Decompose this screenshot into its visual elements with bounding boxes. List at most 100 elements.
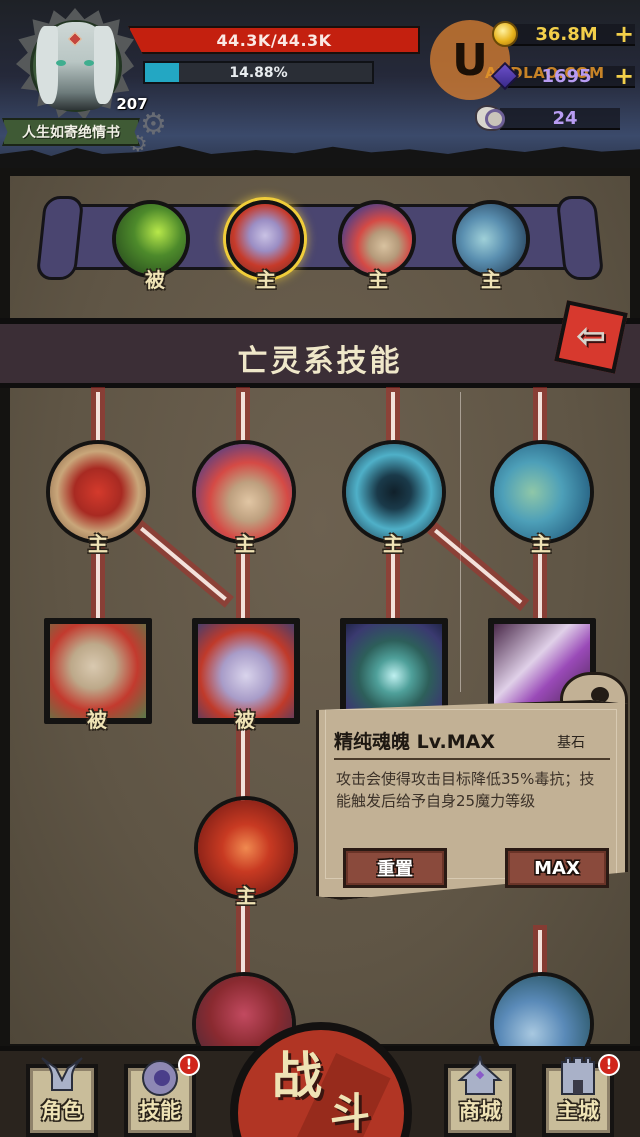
main-city-alert-badge: !: [598, 1054, 620, 1076]
tree-link: [241, 548, 245, 620]
blood-crystal-skill-icon: [50, 444, 146, 540]
skill-type-label: 主: [383, 532, 403, 556]
tree-link: [241, 900, 245, 978]
settings-gear-icon[interactable]: ⚙: [140, 107, 167, 142]
green-thorn-skill-icon: [116, 204, 186, 274]
max-button[interactable]: MAX: [505, 848, 609, 888]
skill-type-label: 主: [88, 532, 108, 556]
gold-coin-icon: [490, 19, 520, 49]
ram-skull-icon: [470, 103, 510, 133]
nav-label: 主城: [557, 1099, 599, 1123]
bloody-skull-passive-icon: [50, 624, 146, 718]
shop-tent-icon: [457, 1055, 503, 1095]
gold-value: 36.8M: [535, 23, 598, 45]
gem-resource: 1695 +: [490, 61, 635, 91]
shadow-rift-skill-icon: [346, 444, 442, 540]
tree-link: [538, 930, 542, 980]
tree-link: [241, 726, 245, 802]
section-title: 亡灵系技能: [237, 344, 403, 379]
helmet-icon: [41, 1057, 83, 1091]
avatar-eye: [84, 60, 94, 66]
soul-value: 24: [552, 107, 578, 129]
nav-label: 角色: [41, 1099, 83, 1123]
equipped-skill-slot-4[interactable]: [452, 200, 530, 278]
hp-bar: 44.3K/44.3K: [128, 26, 420, 54]
gold-resource: 36.8M +: [490, 20, 635, 48]
nav-label: 技能: [139, 1099, 181, 1123]
player-level: 207: [116, 95, 148, 113]
nav-character[interactable]: 角色: [26, 1057, 98, 1137]
parchment-background: [10, 176, 630, 1044]
skill-node-blood-crystal[interactable]: [46, 440, 150, 544]
xp-text: 14.88%: [229, 64, 288, 81]
add-gems-button[interactable]: +: [613, 62, 635, 90]
player-avatar[interactable]: [12, 8, 142, 128]
back-arrow-icon: ⇦: [575, 315, 607, 357]
tree-link: [391, 392, 395, 442]
passive-node-flaming-skull[interactable]: [192, 618, 300, 724]
soul-crystal-passive-icon: [346, 624, 442, 718]
xp-bar-fill: [145, 63, 179, 82]
battle-label-2: 斗: [330, 1090, 370, 1136]
tooltip-divider: [334, 758, 610, 760]
tooltip-border: [325, 709, 617, 879]
player-level-badge: 207: [109, 84, 155, 124]
flaming-skulls-skill-icon: [230, 204, 300, 274]
skull-scythe-skill-icon: [494, 444, 590, 540]
passive-node-bloody-skull[interactable]: [44, 618, 152, 724]
skill-type-label: 主: [236, 884, 256, 908]
tree-link-thin: [460, 392, 461, 692]
avatar-hair: [36, 26, 58, 104]
fire-claw-skill-icon: [198, 800, 294, 896]
tooltip-tag: 基石: [557, 735, 585, 751]
hp-text: 44.3K/44.3K: [216, 30, 332, 50]
skill-type-label: 主: [256, 268, 276, 292]
skill-type-label: 被: [235, 708, 255, 732]
flaming-skull-passive-icon: [198, 624, 294, 718]
tree-link: [96, 548, 100, 620]
tree-link: [391, 548, 395, 620]
screaming-face-skill-icon: [196, 444, 292, 540]
equipped-skill-slot-3[interactable]: [338, 200, 416, 278]
skill-node-screaming-face[interactable]: [192, 440, 296, 544]
vortex-icon: [142, 1060, 178, 1096]
nav-shop[interactable]: 商城: [444, 1055, 516, 1137]
nav-main-city[interactable]: 主城: [542, 1057, 614, 1137]
battle-label-1: 战: [272, 1047, 322, 1105]
resource-background: [508, 24, 635, 46]
scroll-curl-right: [555, 196, 605, 280]
tree-link: [96, 392, 100, 442]
skill-node-shadow-rift[interactable]: [342, 440, 446, 544]
skill-node-skull-scythe[interactable]: [490, 440, 594, 544]
tree-link: [538, 392, 542, 442]
skill-type-label: 主: [481, 268, 501, 292]
nav-skills[interactable]: 技能: [124, 1060, 196, 1137]
screaming-face-skill-icon: [342, 204, 412, 274]
skill-type-label: 被: [145, 268, 165, 292]
castle-icon: [561, 1057, 595, 1095]
back-button[interactable]: ⇦: [554, 300, 628, 374]
nav-label: 商城: [459, 1099, 501, 1123]
gem-value: 1695: [541, 65, 592, 87]
player-name-banner: 人生如寄绝情书: [2, 118, 140, 146]
xp-bar: 14.88%: [143, 61, 374, 84]
hooded-reaper-skill-icon: [456, 204, 526, 274]
equipped-skill-slot-1[interactable]: [112, 200, 190, 278]
resource-background: [500, 108, 620, 130]
skill-type-label: 被: [87, 708, 107, 732]
reset-button[interactable]: 重置: [343, 848, 447, 888]
skill-type-label: 主: [368, 268, 388, 292]
skill-type-label: 主: [235, 532, 255, 556]
tooltip-title: 精纯魂魄 Lv.MAX: [334, 731, 496, 753]
equipped-skill-slot-2[interactable]: [226, 200, 304, 278]
skill-node-fire-claw[interactable]: [194, 796, 298, 900]
avatar-eye: [56, 60, 66, 66]
tree-link: [241, 392, 245, 442]
add-gold-button[interactable]: +: [613, 20, 635, 48]
tooltip-description: 攻击会使得攻击目标降低35%毒抗；技能触发后给予自身25魔力等级: [336, 770, 595, 810]
section-header: 亡灵系技能: [0, 318, 640, 388]
resource-background: [508, 66, 635, 88]
tree-link: [538, 548, 542, 620]
skill-type-label: 主: [531, 532, 551, 556]
player-name: 人生如寄绝情书: [22, 125, 120, 141]
